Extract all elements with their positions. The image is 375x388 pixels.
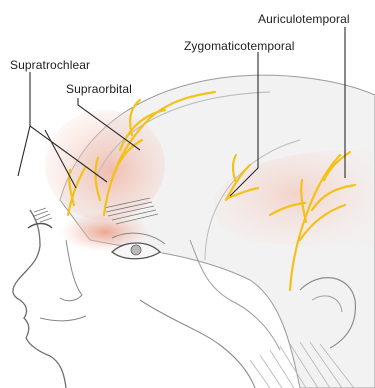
label-supratrochlear: Supratrochlear <box>10 58 90 72</box>
label-auriculotemporal: Auriculotemporal <box>258 12 350 26</box>
label-supraorbital: Supraorbital <box>66 82 132 96</box>
face-profile <box>13 210 66 388</box>
jaw-line <box>140 300 255 388</box>
nose <box>60 240 82 301</box>
left-eye <box>28 224 52 229</box>
label-zygomaticotemporal: Zygomaticotemporal <box>184 39 295 53</box>
mouth <box>40 316 86 321</box>
